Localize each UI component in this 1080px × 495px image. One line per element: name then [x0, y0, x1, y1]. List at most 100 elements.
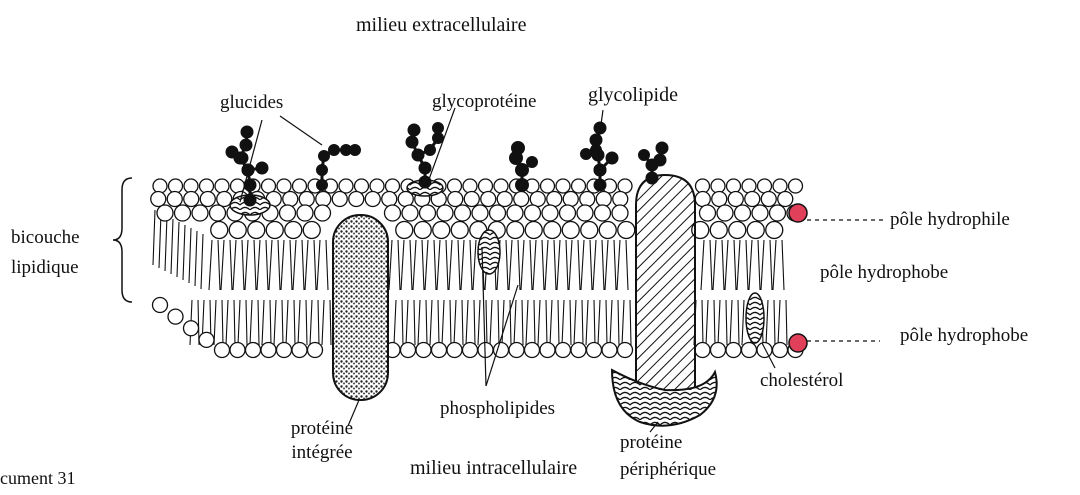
lipid-tail [521, 240, 524, 290]
lipid-head [386, 179, 400, 193]
lipid-tail [230, 240, 232, 290]
lipid-tail [290, 240, 292, 290]
lipid-tail [758, 240, 760, 290]
lipid-head [210, 205, 226, 221]
lipid-head [711, 343, 726, 358]
lipid-head [349, 192, 364, 207]
lipid-head [464, 192, 479, 207]
lipid-head [385, 205, 401, 221]
lipid-tail [209, 240, 212, 290]
lipid-tail [533, 240, 536, 290]
lipid-tail [514, 300, 516, 345]
lipid-tail [518, 240, 520, 290]
lipid-tail [766, 300, 768, 345]
sugar-bond [660, 148, 662, 160]
lipid-tail [281, 240, 284, 290]
lipid-tail [189, 228, 191, 283]
lipid-head [700, 205, 716, 221]
lipid-tail [606, 300, 607, 345]
lipid-tail [458, 240, 460, 290]
lipid-tail [266, 240, 268, 290]
label-lipidique: lipidique [11, 257, 79, 279]
lipid-tail [630, 300, 631, 345]
sugar-bond [322, 156, 324, 170]
lipid-head [745, 192, 760, 207]
lipid-head [420, 205, 436, 221]
lipid-head [229, 222, 246, 239]
lipid-head [710, 222, 727, 239]
lipid-tail [713, 240, 716, 290]
lipid-head [580, 192, 595, 207]
extracellular-label: milieu extracellulaire [356, 14, 526, 37]
cholesterol-shape [746, 293, 764, 343]
lipid-head [447, 343, 462, 358]
lipid-tail [562, 300, 564, 345]
lipid-tail [498, 300, 499, 345]
label-phospholipides: phospholipides [440, 398, 555, 420]
lipid-head [490, 205, 506, 221]
lipid-tail [478, 300, 480, 345]
lipid-tail [246, 300, 247, 345]
lipid-head [711, 179, 725, 193]
lipid-head [556, 343, 571, 358]
lipid-tail [222, 300, 223, 345]
lipid-tail [317, 240, 320, 290]
lipid-tail [406, 300, 408, 345]
lipid-head [332, 192, 347, 207]
lipid-head [299, 192, 314, 207]
lipid-tail [710, 240, 712, 290]
lipid-head [437, 205, 453, 221]
lipid-tail [398, 240, 400, 290]
lipid-tail [706, 300, 708, 345]
lipid-head [414, 222, 431, 239]
lipid-tail [394, 300, 396, 345]
lipid-head [596, 192, 611, 207]
lipid-tail [473, 240, 476, 290]
label-pole-hydrophile: pôle hydrophile [890, 209, 1010, 231]
lipid-tail [282, 300, 283, 345]
lipid-tail [509, 240, 512, 290]
lipid-tail [322, 300, 324, 345]
hydrophobe-head-highlight [789, 334, 807, 352]
lipid-tail [326, 240, 328, 290]
lipid-head [602, 343, 617, 358]
lipid-head [365, 192, 380, 207]
lipid-tail [718, 300, 720, 345]
lipid-head [618, 343, 633, 358]
label-glucides: glucides [220, 92, 283, 114]
lipid-tail [614, 240, 616, 290]
label-proteine-integree-1: protéine [282, 418, 362, 440]
lipid-tail [437, 240, 440, 290]
lipid-tail [389, 240, 392, 290]
lipid-head [199, 332, 214, 347]
lipid-head [266, 222, 283, 239]
lipid-tail [610, 300, 612, 345]
lipid-head [184, 192, 199, 207]
lipid-tail [730, 300, 732, 345]
lipid-head [401, 343, 416, 358]
lipid-tail [402, 300, 403, 345]
lipid-head [303, 222, 320, 239]
lipid-tail [314, 240, 316, 290]
lipid-head [525, 205, 541, 221]
lipid-head [770, 205, 786, 221]
lipid-tail [242, 240, 244, 290]
lipid-head [560, 205, 576, 221]
lipid-head [167, 192, 182, 207]
lipid-head [280, 205, 296, 221]
lipid-tail [522, 300, 523, 345]
lipid-tail [450, 300, 451, 345]
lipid-tail [602, 240, 604, 290]
lipid-head [230, 343, 245, 358]
lipid-tail [310, 300, 312, 345]
lipid-head [766, 222, 783, 239]
lipid-tail [298, 300, 300, 345]
lipid-head [556, 179, 570, 193]
lipid-head [571, 343, 586, 358]
lipid-tail [462, 300, 463, 345]
lipid-tail [558, 300, 559, 345]
lipid-head [757, 343, 772, 358]
lipid-head [773, 343, 788, 358]
lipid-tail [574, 300, 576, 345]
lipid-tail [737, 240, 740, 290]
